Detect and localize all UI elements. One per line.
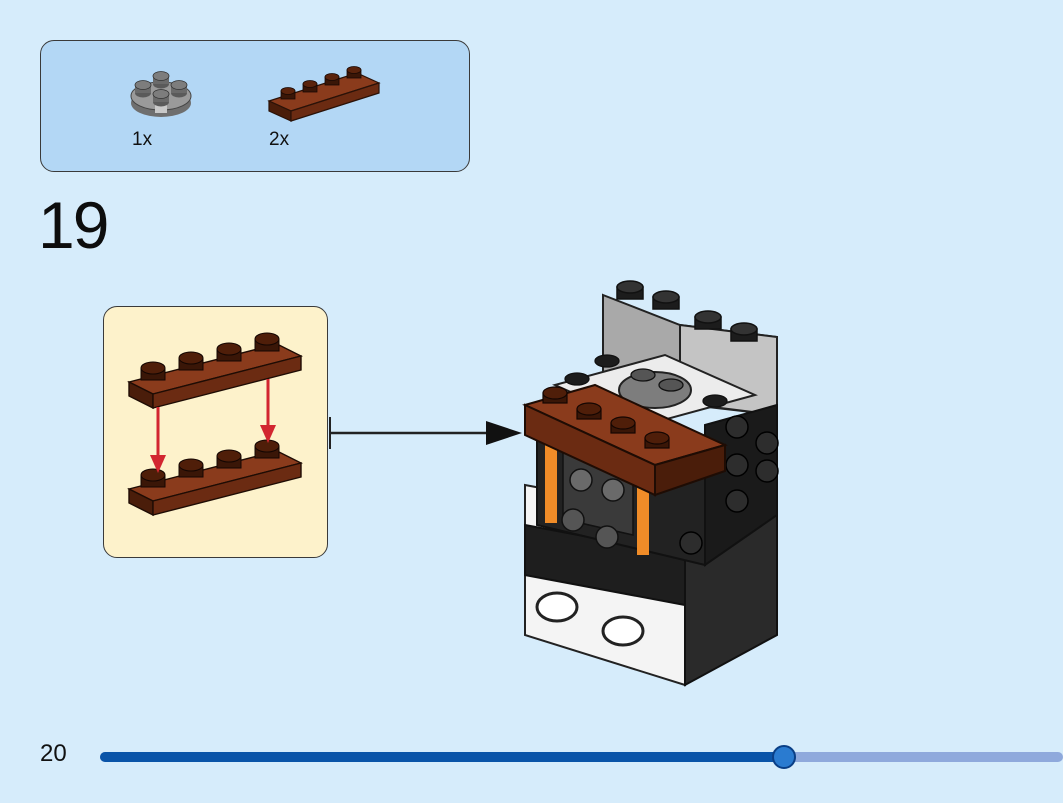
page-progress-bar bbox=[100, 745, 1063, 769]
page-number: 20 bbox=[40, 740, 67, 767]
brown-plate-quantity: 2x bbox=[269, 129, 290, 150]
step-number: 19 bbox=[38, 188, 109, 262]
assembly-arrow-icon bbox=[150, 379, 276, 473]
model-assembly-illustration bbox=[522, 280, 779, 687]
round-plate-icon bbox=[129, 69, 193, 123]
page-progress-fill bbox=[100, 752, 784, 762]
parts-list-box: 1x 2x bbox=[40, 40, 470, 172]
subassembly-callout bbox=[103, 306, 328, 558]
callout-pointer-arrow-icon bbox=[329, 417, 522, 449]
brown-plate-icon bbox=[267, 63, 383, 127]
stacked-plates-illustration bbox=[128, 332, 302, 516]
round-plate-quantity: 1x bbox=[132, 129, 153, 150]
page-progress-knob[interactable] bbox=[771, 745, 796, 769]
